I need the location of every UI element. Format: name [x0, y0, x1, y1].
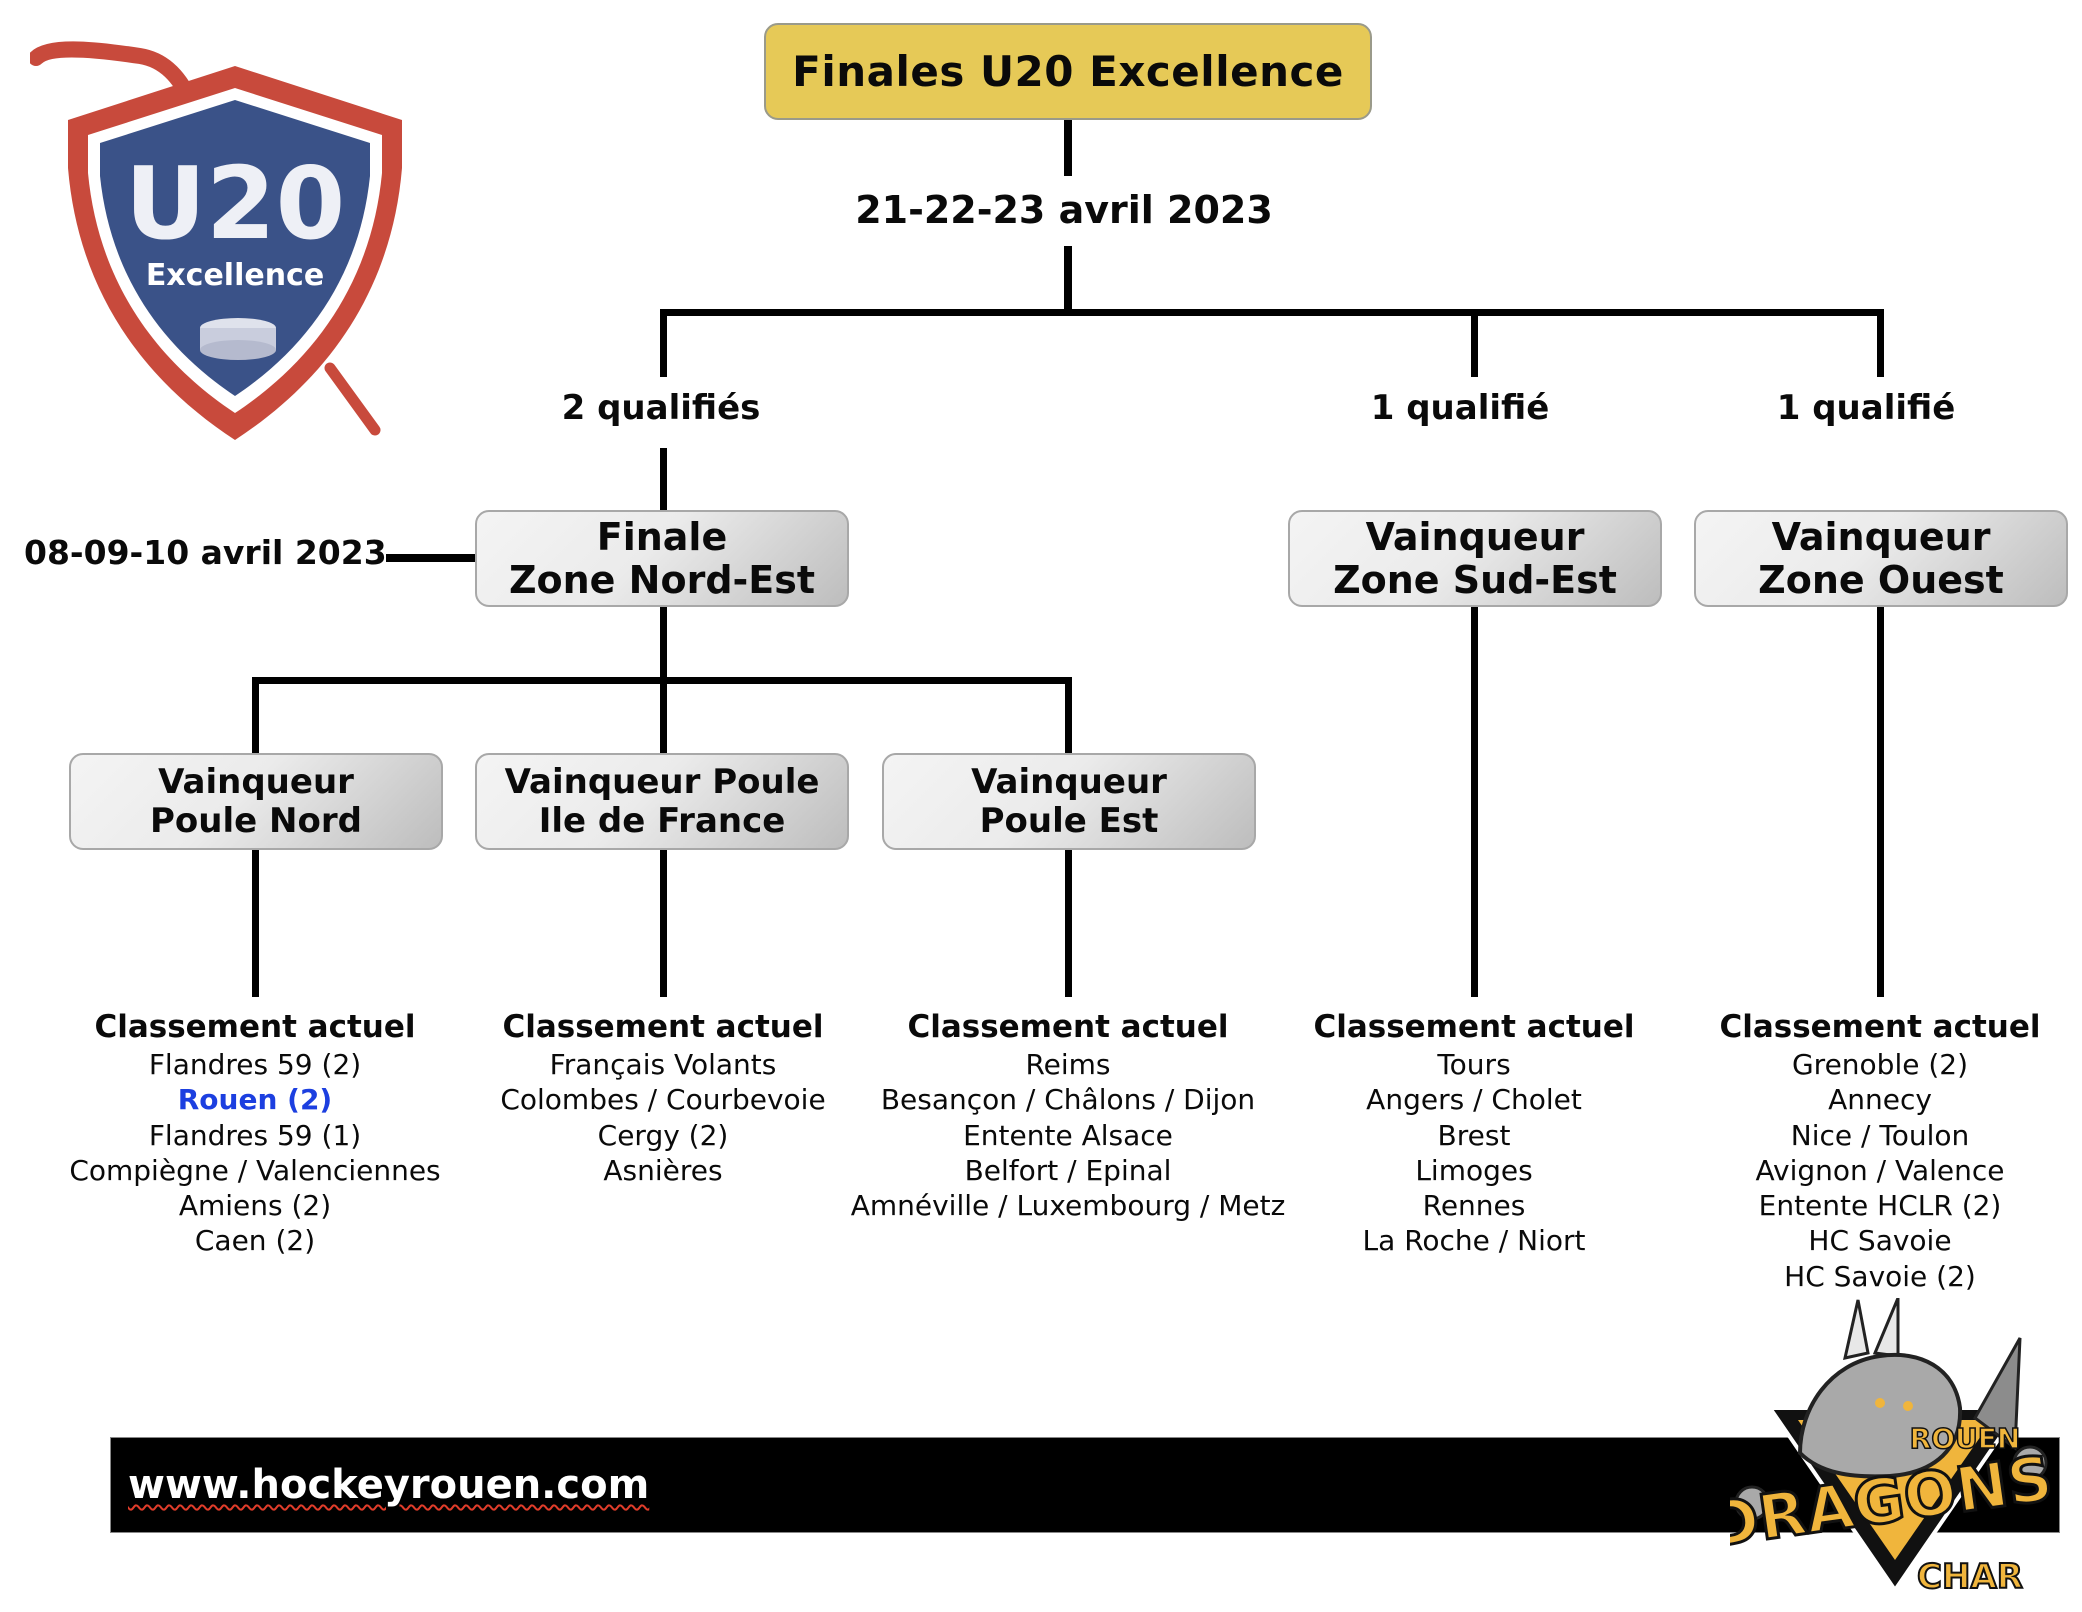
standings-row: HC Savoie (2) — [1784, 1259, 1976, 1293]
standings-row: Reims — [1025, 1048, 1111, 1081]
standings-row: Rennes — [1422, 1189, 1526, 1223]
connector — [660, 448, 667, 512]
standings-row: HC Savoie — [1808, 1224, 1952, 1258]
standings-row: Belfort / Epinal — [964, 1153, 1172, 1187]
connector — [661, 309, 1884, 316]
qualifier-label: 1 qualifié — [1776, 388, 1956, 428]
standings-zone-sud-est: Classement actuel Tours Angers / Cholet … — [1244, 1007, 1704, 1259]
zone-line1: Vainqueur — [1365, 514, 1585, 559]
standings-row: Amnéville / Luxembourg / Metz — [850, 1189, 1286, 1223]
standings-row: Entente HCLR (2) — [1758, 1189, 2002, 1223]
standings-row: Tours — [1437, 1048, 1511, 1081]
poule-line1: Vainqueur Poule — [504, 762, 820, 803]
standings-row: Besançon / Châlons / Dijon — [880, 1083, 1256, 1117]
standings-row: Angers / Cholet — [1366, 1083, 1582, 1117]
standings-poule-est: Classement actuel Reims Besançon / Châlo… — [838, 1007, 1298, 1223]
connector — [1065, 677, 1072, 753]
standings-header: Classement actuel — [907, 1009, 1229, 1045]
standings-row: Brest — [1437, 1118, 1511, 1152]
page-title: Finales U20 Excellence — [792, 47, 1344, 96]
zone-line2: Zone Sud-Est — [1333, 557, 1617, 602]
char-logo-text: CHAR — [1917, 1557, 2023, 1597]
standings-row: Asnières — [603, 1153, 723, 1187]
zone-line2: Zone Ouest — [1758, 557, 2004, 602]
connector — [1065, 850, 1072, 997]
standings-poule-nord: Classement actuel Flandres 59 (2) Rouen … — [25, 1007, 485, 1259]
zone-final-dates: 08-09-10 avril 2023 — [24, 533, 387, 572]
standings-row: Entente Alsace — [963, 1118, 1173, 1152]
u20-logo-text: U20 — [125, 145, 345, 262]
excellence-logo-text: Excellence — [146, 258, 324, 293]
standings-row: Nice / Toulon — [1790, 1118, 1970, 1152]
standings-header: Classement actuel — [94, 1009, 416, 1045]
standings-row: Grenoble (2) — [1791, 1048, 1969, 1081]
connector — [1064, 120, 1072, 176]
standings-header: Classement actuel — [1313, 1009, 1635, 1045]
standings-poule-ile-de-france: Classement actuel Français Volants Colom… — [433, 1007, 893, 1188]
standings-row: Compiègne / Valenciennes — [69, 1153, 441, 1187]
standings-row-highlighted: Rouen (2) — [177, 1083, 333, 1117]
standings-row: Amiens (2) — [178, 1189, 332, 1223]
connector — [660, 850, 667, 997]
zone-line1: Vainqueur — [1771, 514, 1991, 559]
connector — [1064, 246, 1072, 316]
website-link[interactable]: www.hockeyrouen.com — [128, 1462, 650, 1508]
qualifier-label: 2 qualifiés — [561, 388, 761, 428]
standings-zone-ouest: Classement actuel Grenoble (2) Annecy Ni… — [1650, 1007, 2082, 1294]
connector — [1877, 309, 1884, 377]
standings-row: Français Volants — [549, 1048, 777, 1081]
poule-line1: Vainqueur — [971, 762, 1167, 803]
connector — [1471, 607, 1478, 997]
standings-row: Limoges — [1415, 1153, 1533, 1187]
standings-row: Cergy (2) — [597, 1118, 729, 1152]
poule-box-est: Vainqueur Poule Est — [882, 753, 1256, 850]
connector — [1877, 607, 1884, 997]
standings-row: Colombes / Courbevoie — [500, 1083, 826, 1117]
qualifier-label: 1 qualifié — [1370, 388, 1550, 428]
final-dates: 21-22-23 avril 2023 — [855, 188, 1273, 232]
zone-box-nord-est: Finale Zone Nord-Est — [475, 510, 849, 607]
connector — [386, 554, 476, 562]
rouen-dragons-logo: ROUEN DRAGONS CHAR — [1730, 1298, 2052, 1598]
standings-row: Caen (2) — [194, 1224, 316, 1258]
zone-line1: Finale — [596, 514, 728, 559]
standings-header: Classement actuel — [502, 1009, 824, 1045]
poule-line2: Ile de France — [538, 800, 786, 841]
puck-icon — [200, 340, 276, 360]
dragon-head-icon — [1797, 1352, 1963, 1479]
zone-box-ouest: Vainqueur Zone Ouest — [1694, 510, 2068, 607]
poule-box-nord: Vainqueur Poule Nord — [69, 753, 443, 850]
connector — [252, 850, 259, 997]
poule-box-ile-de-france: Vainqueur Poule Ile de France — [475, 753, 849, 850]
connector — [252, 677, 259, 753]
zone-box-sud-est: Vainqueur Zone Sud-Est — [1288, 510, 1662, 607]
standings-row: Annecy — [1828, 1083, 1932, 1117]
standings-header: Classement actuel — [1719, 1009, 2041, 1045]
footer-band — [110, 1437, 2060, 1533]
zone-line2: Zone Nord-Est — [508, 557, 816, 602]
connector — [252, 677, 1072, 684]
connector — [660, 309, 667, 377]
standings-row: La Roche / Niort — [1362, 1224, 1586, 1258]
poule-line2: Poule Est — [979, 800, 1159, 841]
standings-row: Flandres 59 (2) — [148, 1048, 362, 1081]
standings-row: Flandres 59 (1) — [148, 1118, 362, 1152]
poule-line1: Vainqueur — [158, 762, 354, 803]
connector — [1471, 309, 1478, 377]
rouen-logo-text: ROUEN — [1910, 1422, 2021, 1455]
poule-line2: Poule Nord — [150, 800, 362, 841]
standings-row: Avignon / Valence — [1755, 1153, 2005, 1187]
u20-excellence-logo: U20 Excellence — [30, 41, 402, 440]
title-box: Finales U20 Excellence — [764, 23, 1372, 120]
